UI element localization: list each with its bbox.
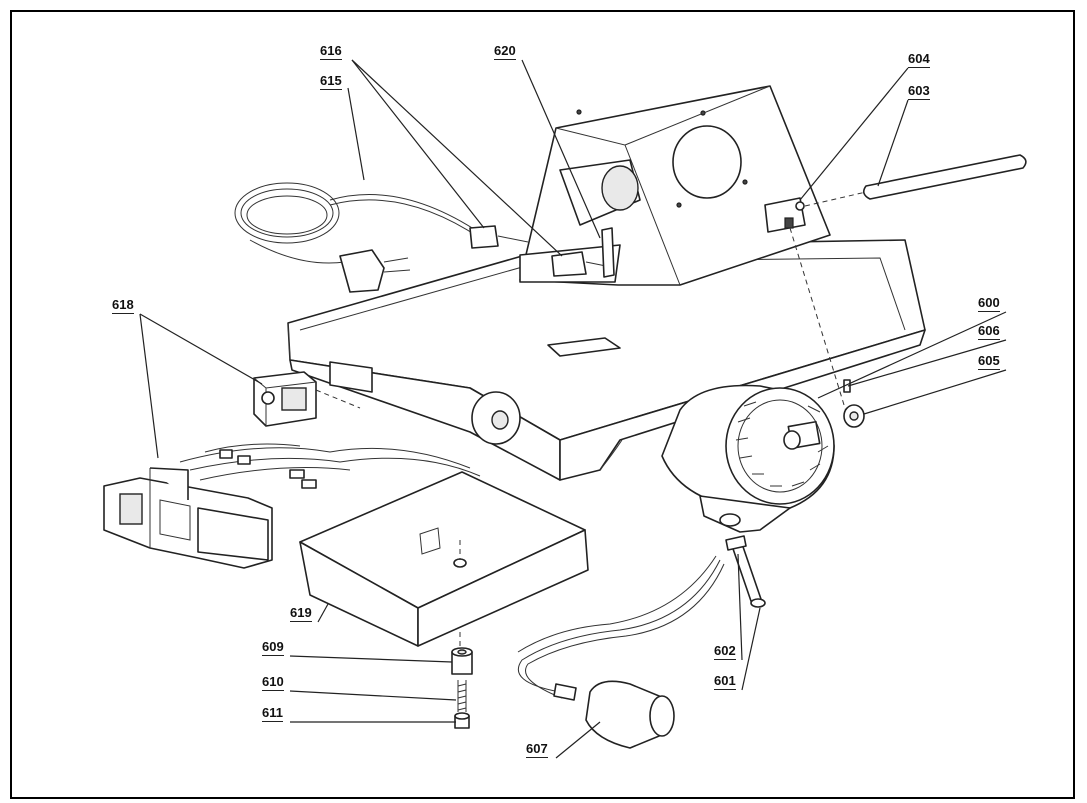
cord-gland — [551, 227, 615, 278]
part-label-607: 607 — [526, 741, 548, 758]
housing-base — [287, 239, 926, 481]
part-label-611: 611 — [262, 705, 283, 722]
shaft-washer — [843, 379, 865, 428]
control-block — [103, 443, 481, 569]
foot-fasteners — [451, 647, 473, 729]
part-label-609: 609 — [262, 639, 284, 656]
part-label-603: 603 — [908, 83, 930, 100]
part-label-610: 610 — [262, 674, 284, 691]
part-label-601: 601 — [714, 673, 736, 690]
part-label-606: 606 — [978, 323, 1000, 340]
motor-bolts — [725, 535, 766, 608]
tray — [299, 471, 589, 650]
shaft-and-bracket — [764, 154, 1027, 419]
part-label-604: 604 — [908, 51, 930, 68]
leader-lines — [139, 59, 1007, 759]
part-label-615: 615 — [320, 73, 342, 90]
part-label-618: 618 — [112, 297, 134, 314]
motor — [661, 384, 835, 533]
capacitor — [517, 555, 725, 749]
part-label-602: 602 — [714, 643, 736, 660]
part-label-605: 605 — [978, 353, 1000, 370]
part-label-616: 616 — [320, 43, 342, 60]
power-cord — [234, 182, 529, 293]
head-housing — [519, 85, 831, 286]
part-label-619: 619 — [290, 605, 312, 622]
part-label-600: 600 — [978, 295, 1000, 312]
part-label-620: 620 — [494, 43, 516, 60]
switch-unit — [253, 371, 361, 427]
